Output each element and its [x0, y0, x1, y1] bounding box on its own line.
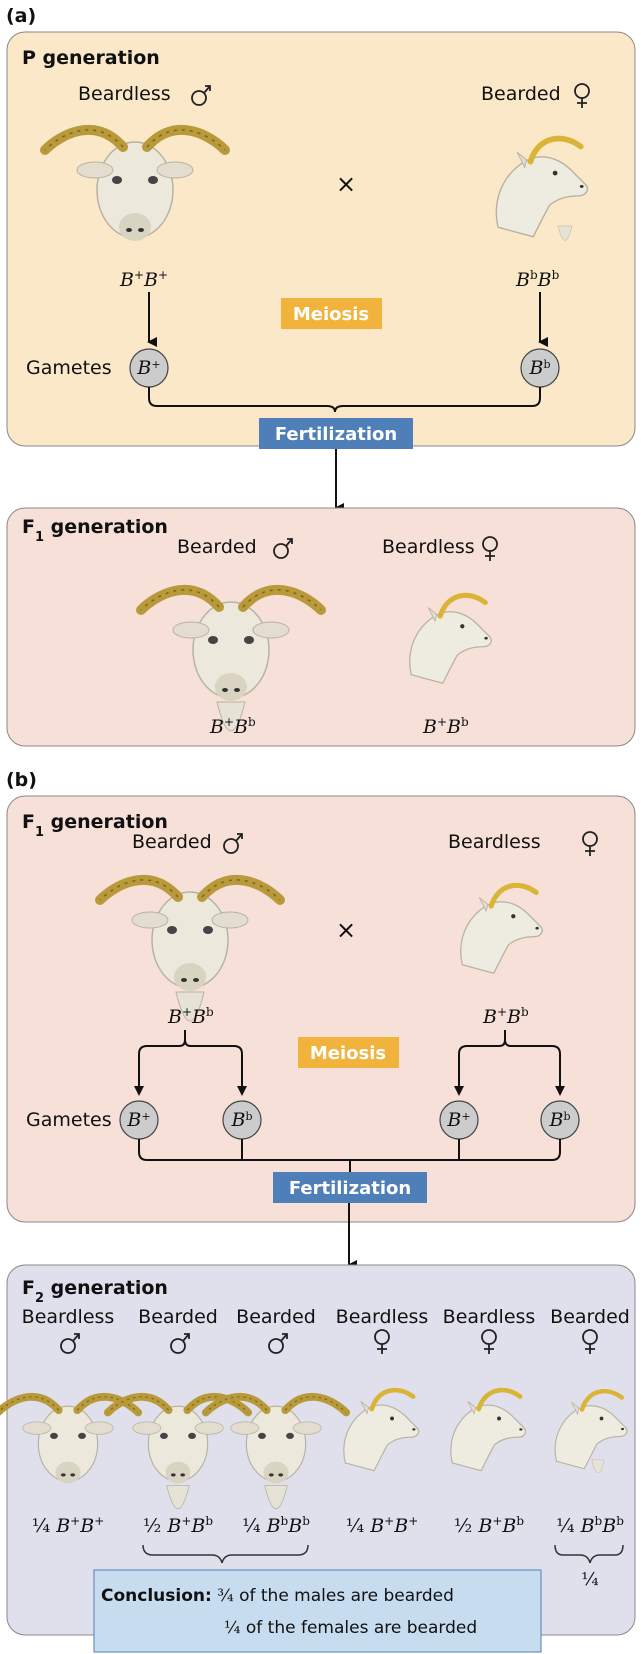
female-bearded-fraction: ¼	[581, 1569, 598, 1590]
conclusion-line-2: ¼ of the females are bearded	[224, 1618, 477, 1638]
f2-genotype-2: ½ B+Bb	[143, 1514, 213, 1537]
fertilization-banner	[259, 418, 413, 449]
f1-female-label: Beardless	[382, 536, 475, 558]
panel-a-label: (a)	[6, 5, 36, 27]
conclusion-text-1: of the males are bearded	[239, 1586, 454, 1606]
f2-label-2: Bearded	[138, 1306, 218, 1328]
f2-genotype-4: ¼ B+B+	[346, 1514, 419, 1537]
cross-symbol: ×	[336, 170, 356, 198]
panel-b-label: (b)	[6, 769, 37, 791]
female-bearded-brace	[554, 1544, 624, 1564]
f1-generation-panel	[6, 507, 636, 747]
gametes-label: Gametes	[26, 357, 112, 379]
b-f1-generation-panel	[6, 795, 636, 1223]
b-cross-symbol: ×	[336, 916, 356, 944]
meiosis-banner	[281, 298, 382, 329]
b-fertilization-bracket	[138, 1139, 561, 1172]
conclusion-box	[93, 1569, 542, 1653]
f2-genotype-5: ½ B+Bb	[454, 1514, 524, 1537]
conclusion-label: Conclusion:	[101, 1586, 212, 1606]
conclusion-text-2: of the females are bearded	[246, 1618, 477, 1638]
f1-female-genotype: B+Bb	[422, 715, 469, 738]
f2-genotype-3: ¼ BbBb	[242, 1514, 310, 1537]
f2-label-4: Beardless	[336, 1306, 429, 1328]
p-female-genotype: BbBb	[515, 268, 560, 291]
b-fertilization-text: Fertilization	[289, 1178, 411, 1199]
f2-label-6: Bearded	[550, 1306, 630, 1328]
f1-male-label: Bearded	[177, 536, 257, 558]
b-female-genotype: B+Bb	[482, 1005, 529, 1028]
b-meiosis-banner	[298, 1037, 399, 1068]
f2-label-3: Bearded	[236, 1306, 316, 1328]
b-meiosis-text: Meiosis	[310, 1043, 386, 1064]
b-fertilization-banner	[273, 1172, 427, 1203]
f1-male-genotype: B+Bb	[209, 715, 256, 738]
p-male-genotype: B+B+	[119, 268, 168, 291]
b-female-meiosis-split	[458, 1030, 561, 1093]
b-male-label: Bearded	[132, 831, 212, 853]
f2-label-1: Beardless	[22, 1306, 115, 1328]
fertilization-bracket	[148, 387, 541, 413]
f2-genotype-1: ¼ B+B+	[32, 1514, 105, 1537]
b-male-genotype: B+Bb	[167, 1005, 214, 1028]
p-male-label: Beardless	[78, 83, 171, 105]
meiosis-text: Meiosis	[293, 304, 369, 325]
fertilization-text: Fertilization	[275, 424, 397, 445]
conclusion-line-1: Conclusion: ¾ of the males are bearded	[101, 1586, 454, 1606]
f2-label-5: Beardless	[443, 1306, 536, 1328]
p-female-label: Bearded	[481, 83, 561, 105]
p-generation-title: P generation	[22, 47, 160, 69]
b-female-label: Beardless	[448, 831, 541, 853]
meiosis-arrowheads	[134, 1086, 565, 1096]
f2-genotype-6: ¼ BbBb	[556, 1514, 624, 1537]
b-male-meiosis-split	[138, 1030, 243, 1093]
male-bearded-brace	[142, 1544, 309, 1564]
b-gametes-label: Gametes	[26, 1109, 112, 1131]
